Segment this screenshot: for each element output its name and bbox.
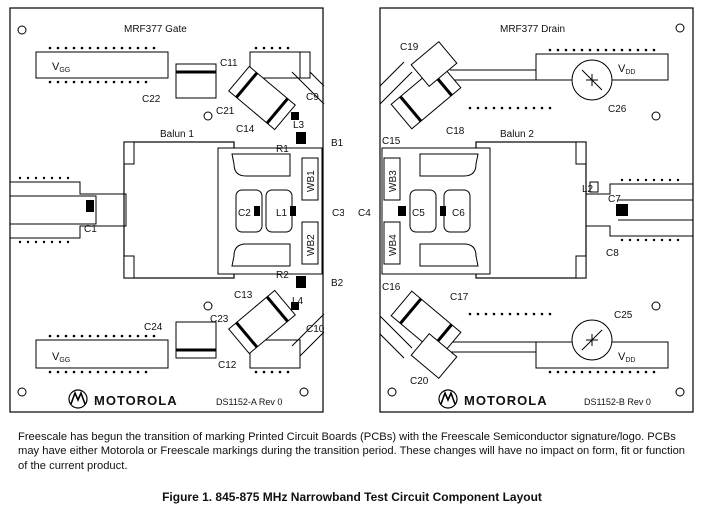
label-c25: C25 bbox=[614, 310, 633, 321]
transition-notice: Freescale has begun the transition of ma… bbox=[18, 431, 686, 472]
vgg-label-bottom: VGG bbox=[52, 351, 70, 364]
vdd-label-bottom: VDD bbox=[618, 351, 635, 364]
label-b1: B1 bbox=[331, 138, 344, 149]
label-c18: C18 bbox=[446, 126, 465, 137]
label-c11: C11 bbox=[220, 58, 238, 69]
label-c6: C6 bbox=[452, 208, 465, 219]
label-balun2: Balun 2 bbox=[500, 129, 534, 140]
label-b2: B2 bbox=[331, 278, 344, 289]
label-c1: C1 bbox=[84, 224, 97, 235]
label-c9: C9 bbox=[306, 92, 319, 103]
label-wb4: WB4 bbox=[388, 234, 399, 256]
gate-title: MRF377 Gate bbox=[124, 24, 187, 35]
label-c14: C14 bbox=[236, 124, 255, 135]
drain-board: MRF377 Drain VDD VDD C19 C15 C18 C26 Bal… bbox=[350, 0, 694, 414]
label-c8: C8 bbox=[606, 248, 619, 259]
board-serial: DS1152-A Rev 0 bbox=[216, 397, 282, 407]
label-balun1: Balun 1 bbox=[160, 129, 194, 140]
motorola-wordmark: MOTOROLA bbox=[94, 393, 178, 408]
drain-board-layout: MRF377 Drain VDD VDD C19 C15 C18 C26 Bal… bbox=[358, 7, 694, 413]
label-c3: C3 bbox=[332, 208, 344, 219]
label-c22: C22 bbox=[142, 94, 161, 105]
label-wb1: WB1 bbox=[306, 170, 317, 192]
label-c24: C24 bbox=[144, 322, 163, 333]
motorola-logo bbox=[68, 389, 88, 409]
label-c7: C7 bbox=[608, 194, 621, 205]
label-c17: C17 bbox=[450, 292, 469, 303]
label-c21: C21 bbox=[216, 106, 235, 117]
vgg-label-top: VGG bbox=[52, 61, 70, 74]
label-l2: L2 bbox=[582, 184, 594, 195]
gate-board: MRF377 Gate VGG VGG C22 C11 C21 C14 C9 L… bbox=[0, 0, 344, 414]
board-serial: DS1152-B Rev 0 bbox=[584, 397, 651, 407]
label-wb3: WB3 bbox=[388, 170, 399, 192]
label-l1: L1 bbox=[276, 208, 288, 219]
vdd-label-top: VDD bbox=[618, 63, 635, 76]
label-c4: C4 bbox=[358, 208, 371, 219]
label-c16: C16 bbox=[382, 282, 401, 293]
label-c5: C5 bbox=[412, 208, 425, 219]
drain-title: MRF377 Drain bbox=[500, 24, 565, 35]
label-r2: R2 bbox=[276, 270, 289, 281]
label-wb2: WB2 bbox=[306, 234, 317, 256]
label-c12: C12 bbox=[218, 360, 237, 371]
label-r1: R1 bbox=[276, 144, 289, 155]
label-c15: C15 bbox=[382, 136, 401, 147]
label-l4: L4 bbox=[292, 296, 304, 307]
motorola-logo bbox=[438, 389, 458, 409]
label-c13: C13 bbox=[234, 290, 253, 301]
figure-title: Figure 1. 845-875 MHz Narrowband Test Ci… bbox=[162, 490, 542, 504]
label-c10: C10 bbox=[306, 324, 325, 335]
motorola-wordmark: MOTOROLA bbox=[464, 393, 548, 408]
label-c19: C19 bbox=[400, 42, 419, 53]
label-c20: C20 bbox=[410, 376, 429, 387]
gate-board-layout: MRF377 Gate VGG VGG C22 C11 C21 C14 C9 L… bbox=[9, 7, 344, 413]
label-c26: C26 bbox=[608, 104, 627, 115]
label-c23: C23 bbox=[210, 314, 229, 325]
label-c2: C2 bbox=[238, 208, 251, 219]
label-l3: L3 bbox=[293, 120, 305, 131]
